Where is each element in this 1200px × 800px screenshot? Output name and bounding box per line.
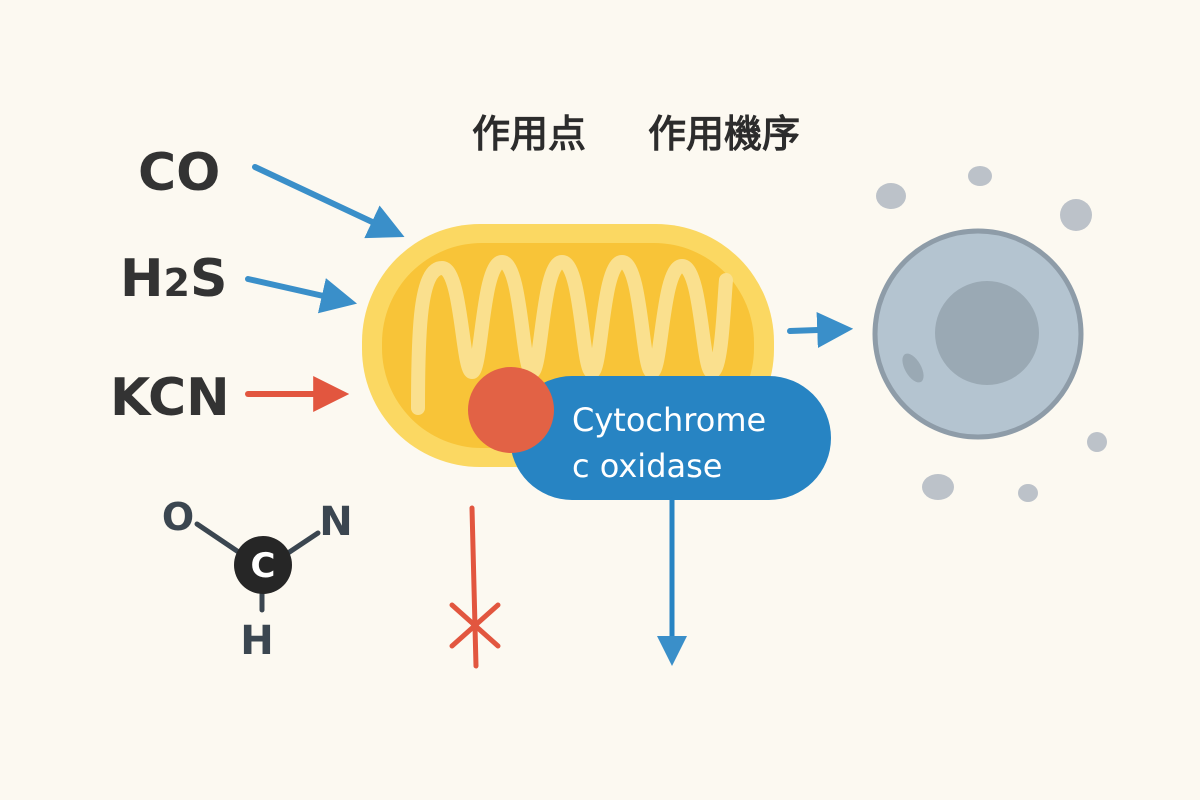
enzyme-binding-site-dot xyxy=(468,367,554,453)
h2s-s: S xyxy=(190,249,227,309)
atom-label-h: H xyxy=(240,618,273,664)
particle-dots xyxy=(876,166,1107,502)
inhibition-x-icon xyxy=(449,505,501,669)
atom-label-n: N xyxy=(319,499,352,545)
bond-o-c xyxy=(194,521,243,556)
enzyme-label-line2: c oxidase xyxy=(572,447,722,485)
cytochrome-c-oxidase-capsule xyxy=(510,376,831,500)
header-mechanism-of-action: 作用機序 xyxy=(648,112,800,156)
molecule-structure: C O N H xyxy=(162,495,353,664)
arrow-mitochondrion-to-cell xyxy=(787,312,854,349)
toxin-label-kcn: KCN xyxy=(110,368,230,428)
toxin-label-co: CO xyxy=(138,143,220,203)
atom-label-o: O xyxy=(162,495,194,539)
mitochondrion-cristae xyxy=(411,255,733,415)
arrow-co-to-mitochondrion xyxy=(252,164,405,239)
header-site-of-action: 作用点 xyxy=(472,112,586,156)
h2s-subscript: 2 xyxy=(164,261,190,305)
h2s-h: H xyxy=(120,249,164,309)
cell-icon xyxy=(872,228,1084,440)
toxin-label-h2s: H2S xyxy=(120,249,227,309)
bond-c-n xyxy=(285,530,321,556)
carbon-atom-icon xyxy=(234,536,292,594)
arrow-h2s-to-mitochondrion xyxy=(245,276,358,314)
enzyme-label-line1: Cytochrome xyxy=(572,401,766,439)
atom-label-c: C xyxy=(251,546,276,586)
